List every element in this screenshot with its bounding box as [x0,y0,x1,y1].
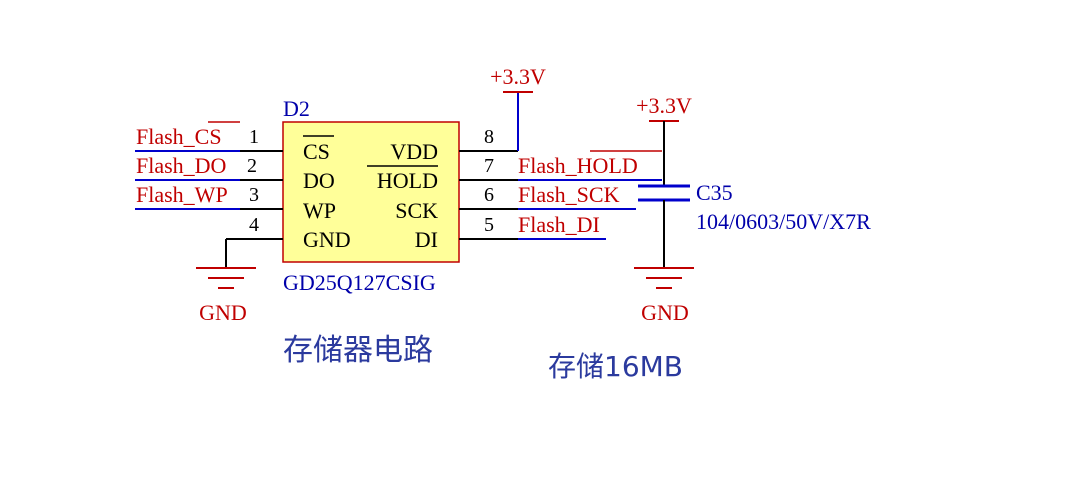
net-label-flash-wp: Flash_WP [136,182,228,207]
pin-name-di: DI [415,227,438,252]
pin-name-cs: CS [303,139,330,164]
gnd-left-label: GND [199,300,247,325]
net-label-flash-di: Flash_DI [518,212,600,237]
pin-name-sck: SCK [395,198,438,223]
gnd-right-label: GND [641,300,689,325]
net-label-flash-sck: Flash_SCK [518,182,620,207]
net-label-flash-do: Flash_DO [136,153,226,178]
pin-number-3: 3 [249,184,259,206]
pin-number-7: 7 [484,155,494,177]
pin-name-wp: WP [303,198,336,223]
pin-number-6: 6 [484,184,494,206]
cap-designator: C35 [696,180,733,205]
chip-designator: D2 [283,96,310,121]
vcc-cap-label: +3.3V [636,93,692,118]
pin-number-5: 5 [484,214,494,236]
pin-number-1: 1 [249,126,259,148]
pin-name-vdd: VDD [390,139,438,164]
chip-part-number: GD25Q127CSIG [283,270,436,295]
pin-name-gnd: GND [303,227,351,252]
chip-body [282,121,460,263]
net-label-flash-cs: Flash_CS [136,124,222,149]
circuit-title-note: 存储器电路 [283,333,433,368]
pin-number-8: 8 [484,126,494,148]
pin-name-hold: HOLD [377,168,438,193]
cap-value: 104/0603/50V/X7R [696,209,871,234]
pin-name-do: DO [303,168,335,193]
vcc-chip-label: +3.3V [490,64,546,89]
storage-note: 存储16MB [548,350,683,383]
pin-number-4: 4 [249,214,259,236]
net-label-flash-hold: Flash_HOLD [518,153,638,178]
pin-number-2: 2 [247,155,257,177]
